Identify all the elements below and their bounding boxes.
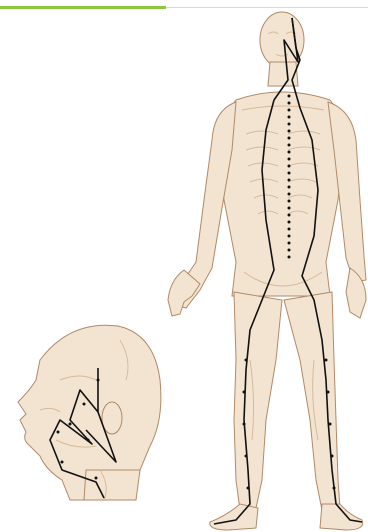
acupoint-dot — [288, 200, 291, 203]
acupoint-dot — [288, 207, 291, 210]
acupoint-dot — [288, 228, 291, 231]
acupoint-dot — [333, 487, 336, 490]
acupoint-dot — [288, 137, 291, 140]
acupoint-dot — [288, 221, 291, 224]
side-head-neck — [84, 470, 140, 500]
side-head-figure — [18, 325, 161, 500]
acupoint-dot — [331, 455, 334, 458]
acupoint-dot — [245, 455, 248, 458]
acupoint-dot — [288, 144, 291, 147]
acupoint-dot — [288, 102, 291, 105]
acupoint-dot — [327, 391, 330, 394]
body-foot-left — [210, 504, 258, 530]
acupoint-dot — [288, 179, 291, 182]
acupoint-dot — [288, 165, 291, 168]
acupoint-dot — [288, 116, 291, 119]
acupoint-dot — [325, 359, 328, 362]
acupoint-dot — [97, 379, 100, 382]
acupoint-dot — [288, 249, 291, 252]
acupoint-dot — [288, 214, 291, 217]
acupoint-dot — [95, 477, 98, 480]
acupoint-dot — [288, 186, 291, 189]
acupoint-dot — [288, 172, 291, 175]
acupoint-dot — [288, 109, 291, 112]
body-foot-right — [320, 504, 363, 530]
body-leg-left — [234, 292, 282, 510]
body-torso — [218, 92, 346, 296]
acupoint-dot — [329, 423, 332, 426]
acupoint-dot — [288, 235, 291, 238]
acupoint-dot — [288, 151, 291, 154]
acupoint-dot — [83, 403, 86, 406]
acupoint-dot — [288, 95, 291, 98]
acupoint-dot — [87, 439, 90, 442]
acupoint-dot — [243, 391, 246, 394]
acupoint-dot — [288, 130, 291, 133]
acupoint-dot — [288, 123, 291, 126]
body-leg-right — [284, 292, 340, 510]
acupoint-dot — [288, 256, 291, 259]
acupoint-dot — [245, 359, 248, 362]
standing-body-figure — [168, 12, 366, 530]
acupoint-dot — [288, 193, 291, 196]
acupoint-dot — [61, 461, 64, 464]
acupoint-dot — [243, 423, 246, 426]
acupoint-dot — [69, 423, 72, 426]
acupoint-dot — [247, 487, 250, 490]
acupoint-dot — [288, 242, 291, 245]
acupoint-dot — [57, 431, 60, 434]
acupoint-dot — [288, 158, 291, 161]
